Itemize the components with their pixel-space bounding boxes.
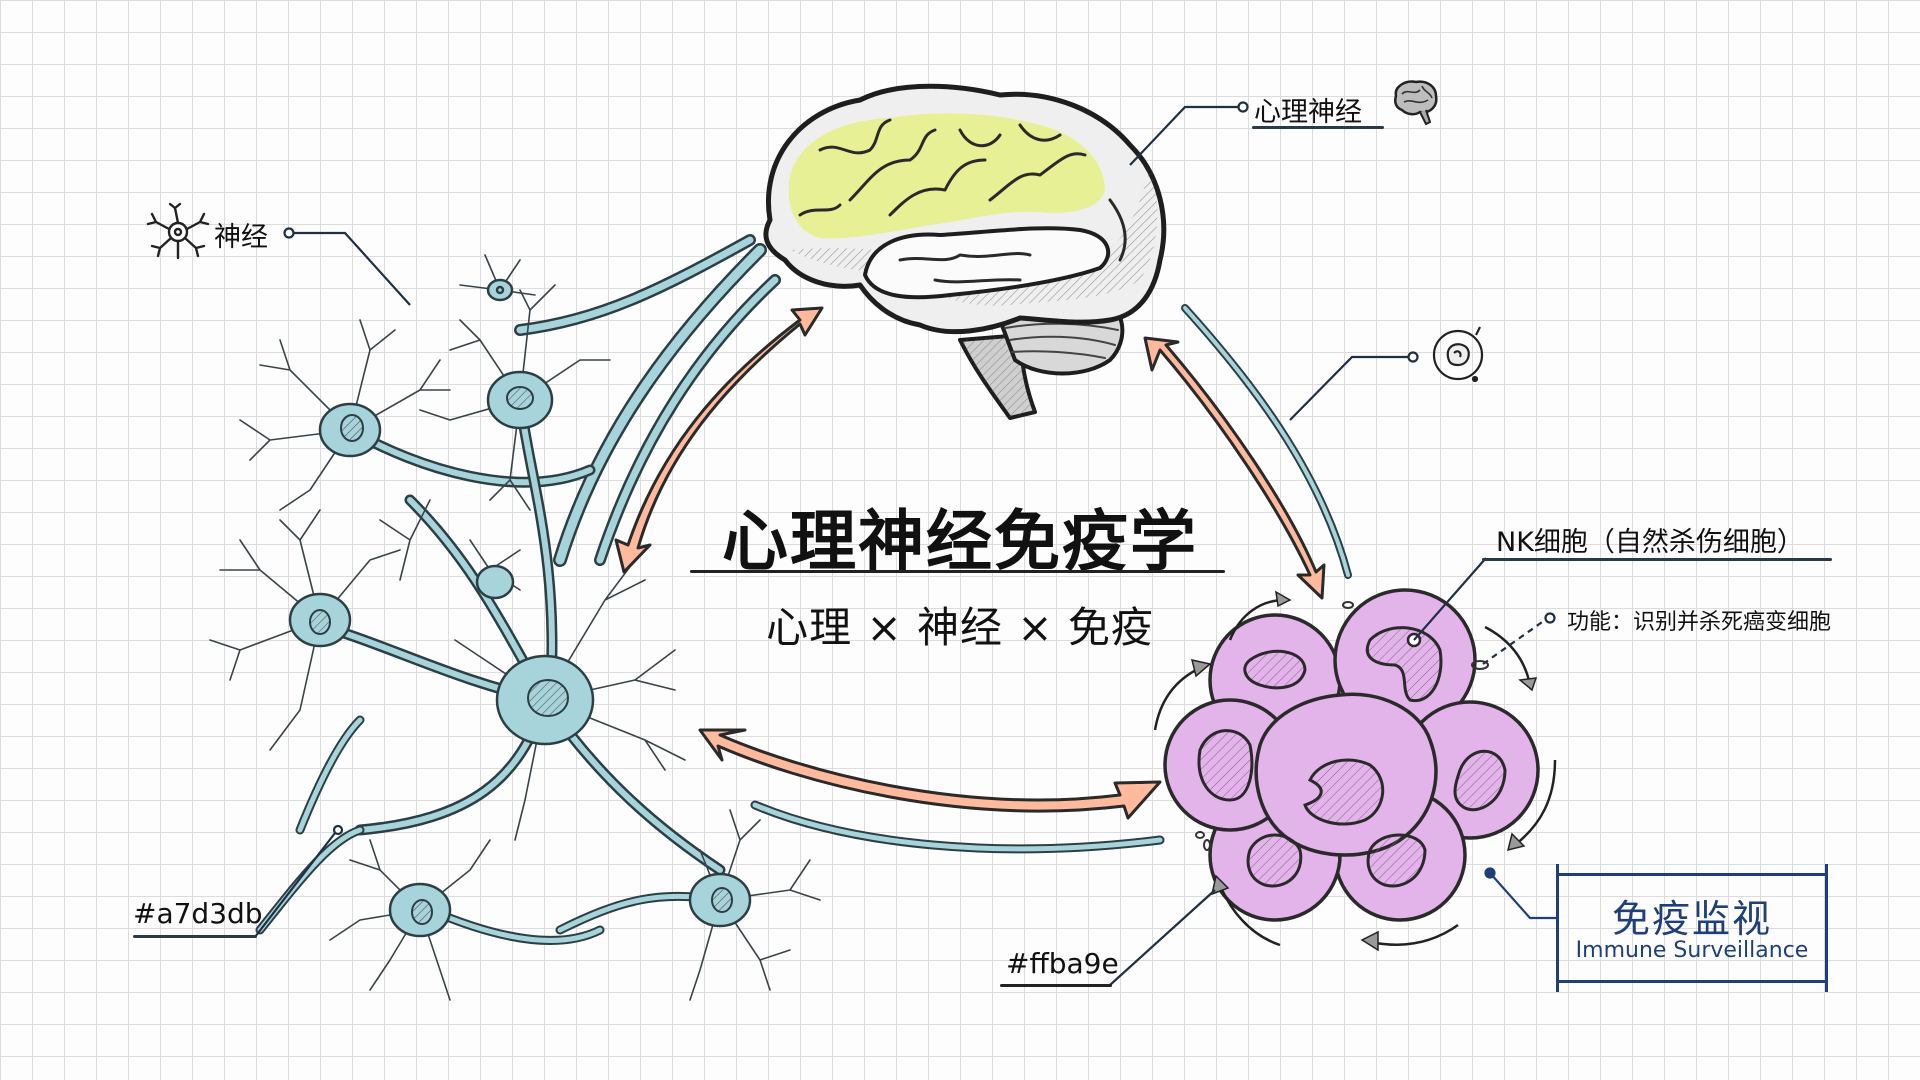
immune-surveillance-box: 免疫监视 Immune Surveillance	[1556, 864, 1828, 992]
immune-surveillance-cn: 免疫监视	[1611, 897, 1772, 941]
immune-surveillance-en: Immune Surveillance	[1575, 938, 1809, 963]
arrow-neuron-immune	[698, 728, 1162, 820]
psychoneural-label: 心理神经	[1254, 97, 1362, 128]
neuron-icon	[146, 202, 210, 260]
page-title: 心理神经免疫学	[722, 503, 1198, 580]
page-subtitle: 心理 × 神经 × 免疫	[766, 603, 1154, 652]
callout-leaders	[254, 101, 1556, 986]
arrow-color-label: #ffba9e	[1006, 947, 1119, 980]
nerve-label: 神经	[214, 222, 268, 253]
arrow-brain-neuron	[614, 306, 824, 574]
neuron-soma	[486, 278, 514, 302]
surveillance-arrows	[1153, 590, 1557, 952]
cell-debris	[1195, 601, 1489, 851]
neuron-color-label: #a7d3db	[133, 897, 263, 930]
brain-illustration	[763, 83, 1167, 420]
title-divider	[690, 570, 1225, 573]
nk-cell-cluster	[1163, 588, 1540, 922]
arrow-color-underline	[1000, 984, 1112, 987]
nk-cell-underline	[1482, 558, 1832, 561]
interaction-arrows	[614, 306, 1326, 820]
neuron-soma	[475, 564, 515, 600]
cell-icon	[1432, 326, 1484, 383]
neuron-network	[209, 234, 821, 1001]
neuron-color-underline	[133, 935, 257, 938]
nk-cell-title: NK细胞（自然杀伤细胞）	[1496, 527, 1804, 558]
arrow-brain-immune	[1143, 336, 1326, 600]
brain-icon	[1394, 80, 1438, 126]
nerve-fibers	[750, 304, 1352, 854]
psychoneural-underline	[1252, 126, 1384, 129]
nk-cell-function: 功能：识别并杀死癌变细胞	[1567, 610, 1832, 635]
